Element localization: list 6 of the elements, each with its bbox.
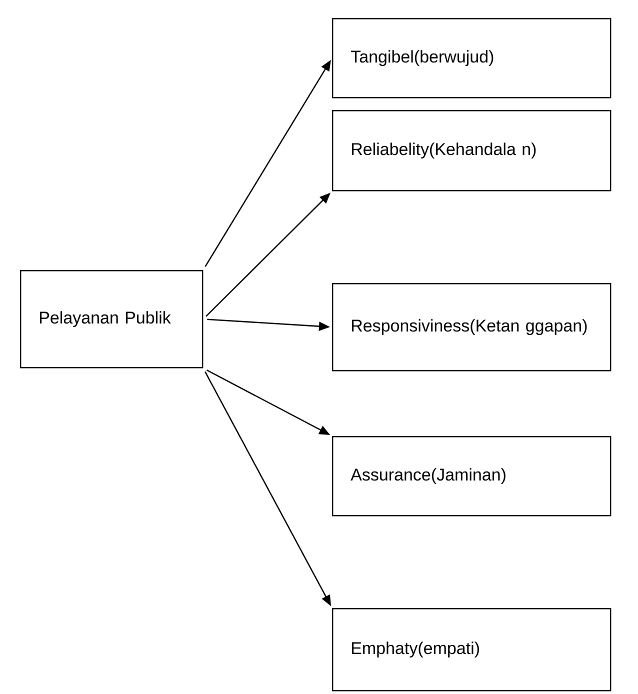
- text-box: Responsiviness(Ketan ggapan): [332, 283, 612, 372]
- text-box: Reliabelity(Kehandala n): [332, 110, 612, 192]
- text-box: Tangibel(berwujud): [332, 18, 612, 98]
- text-box: Assurance(Jaminan): [332, 436, 612, 516]
- text-box: Emphaty(empati): [332, 608, 612, 692]
- text-box: Pelayanan Publik: [20, 270, 204, 368]
